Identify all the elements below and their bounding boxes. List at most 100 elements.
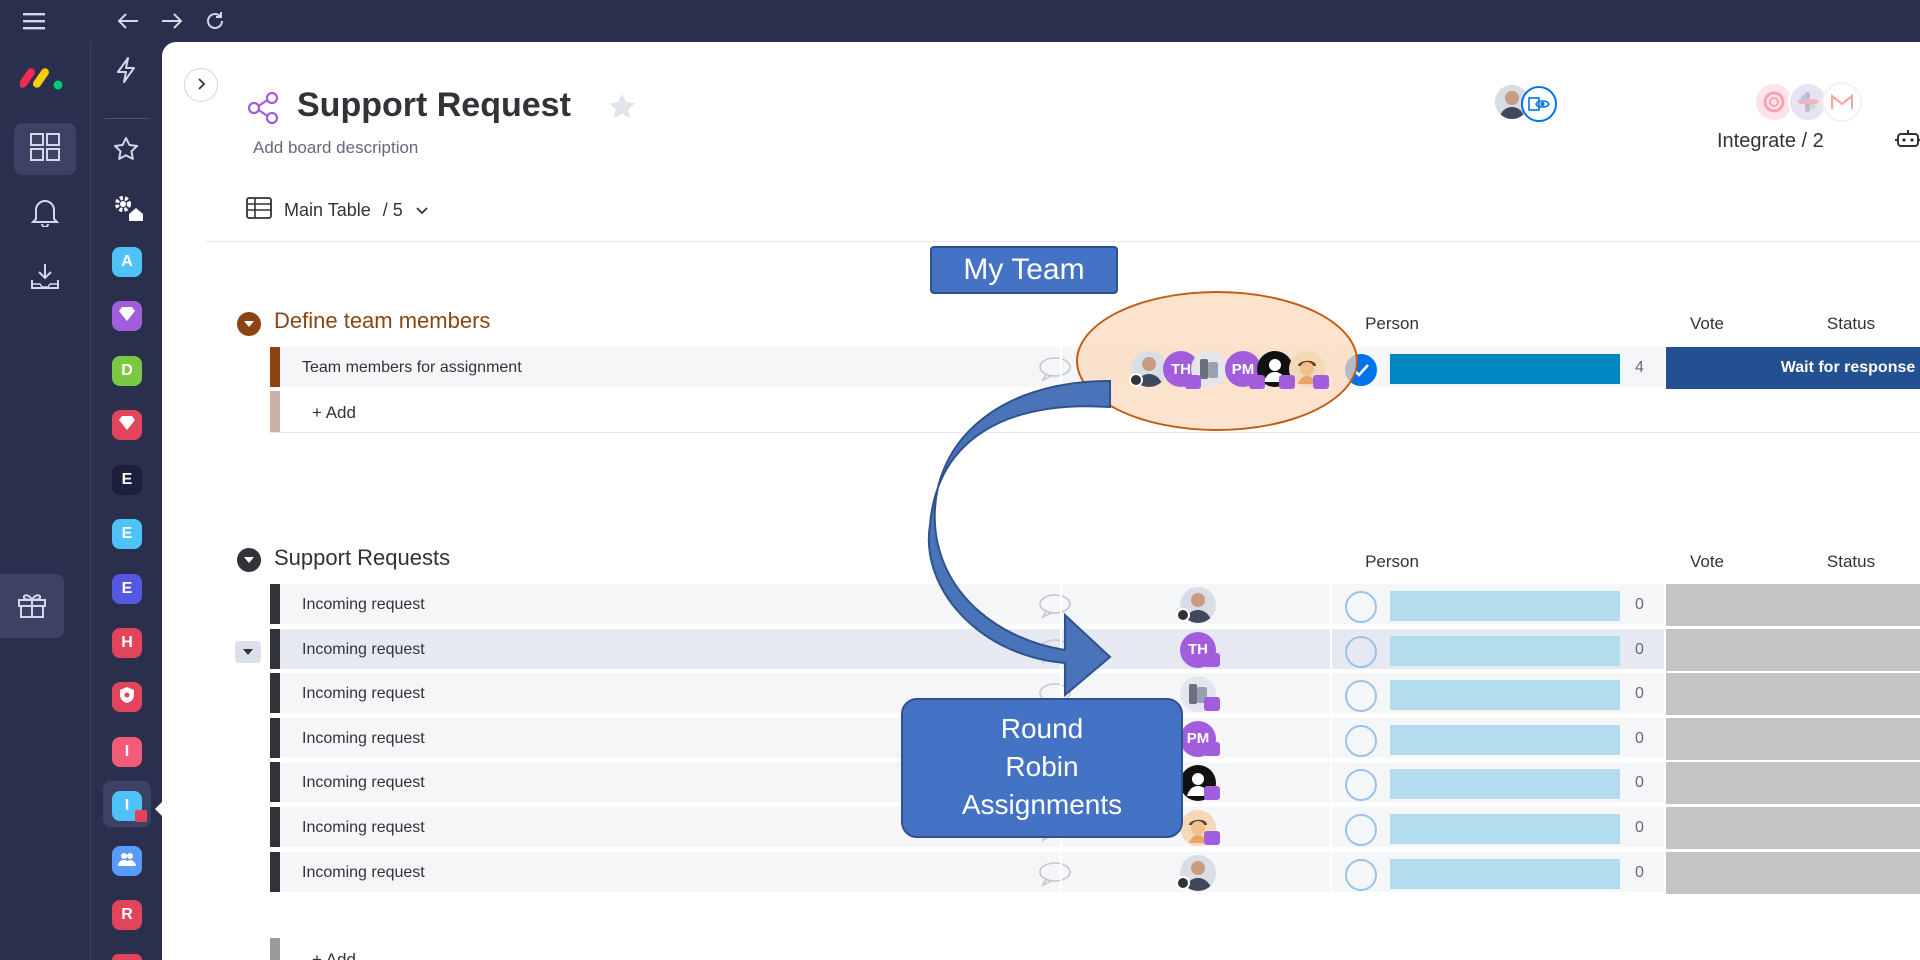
notifications-button[interactable] [14,188,76,240]
workspace-a[interactable]: A [112,247,142,277]
group-collapse-toggle[interactable] [237,548,261,572]
add-item-row[interactable]: + Add [270,938,1920,960]
workspace-r[interactable]: R [112,900,142,930]
workspace-partial[interactable] [112,954,142,960]
menu-icon[interactable] [19,6,49,36]
group-title[interactable]: Support Requests [274,545,451,570]
collapse-sidebar-button[interactable] [184,68,218,102]
vote-circle-icon[interactable] [1345,591,1377,623]
vote-circle-icon[interactable] [1345,769,1377,802]
board-description[interactable]: Add board description [253,138,419,157]
person-cell[interactable] [1060,851,1332,894]
gift-button[interactable] [0,574,64,638]
inbox-button[interactable] [14,252,76,304]
add-item-label[interactable]: + Add [312,950,356,960]
row-color-bar [270,938,280,960]
person-cell[interactable]: PM [1060,717,1332,760]
guest-badge [1249,375,1265,389]
vote-circle-icon[interactable] [1345,724,1377,757]
team-avatars[interactable]: TH PM [1129,349,1331,389]
chat-bubble-icon[interactable] [1038,356,1072,382]
subscribers-eye-icon[interactable] [1521,86,1557,122]
back-arrow-icon[interactable] [113,6,143,36]
row-menu-button[interactable] [235,641,261,663]
item-name[interactable]: Incoming request [302,863,425,881]
integrate-button[interactable]: Integrate / 2 [1717,130,1824,152]
chat-bubble-icon[interactable] [1038,593,1072,619]
workspace-e-light[interactable]: E [112,519,142,549]
add-item-label[interactable]: + Add [312,403,356,422]
integration-icons[interactable] [1754,82,1864,122]
round-robin-arrow [927,379,1112,698]
share-icon[interactable] [246,91,280,130]
item-name[interactable]: Incoming request [302,640,425,658]
chat-bubble-icon[interactable] [1038,861,1072,887]
column-header-vote[interactable]: Vote [1689,552,1725,571]
row-color-bar [270,717,280,758]
status-badge[interactable] [1664,673,1920,716]
grid-icon [30,132,60,166]
workspace-e-dark[interactable]: E [112,465,142,495]
workspace-people[interactable] [112,846,142,876]
tab-main-table[interactable]: Main Table / 5 [246,192,429,228]
group-collapse-toggle[interactable] [237,312,261,336]
item-name[interactable]: Incoming request [302,596,425,613]
workspace-e-indigo[interactable]: E [112,574,142,604]
workspace-h[interactable]: H [112,628,142,658]
lightning-icon[interactable] [113,56,139,89]
monday-logo[interactable] [18,62,70,92]
person-cell[interactable] [1060,762,1332,805]
my-team-callout: My Team [930,246,1118,294]
column-header-status[interactable]: Status [1826,552,1876,571]
status-badge[interactable] [1664,851,1920,894]
status-badge[interactable] [1664,628,1920,671]
person-cell[interactable] [1060,673,1332,716]
active-pointer [155,800,164,818]
chevron-right-icon [196,77,206,93]
gem-icon [118,415,136,436]
item-name[interactable]: Incoming request [302,685,425,703]
guest-badge [1204,831,1220,845]
vote-circle-icon[interactable] [1345,680,1377,713]
workspace-shield[interactable] [112,682,142,712]
board-title[interactable]: Support Request [297,86,571,124]
admin-settings-icon[interactable] [111,192,143,227]
status-badge[interactable] [1664,584,1920,626]
status-badge[interactable] [1664,807,1920,849]
workspace-i-pink[interactable]: I [112,737,142,767]
person-cell[interactable] [1060,584,1332,626]
reload-icon[interactable] [200,6,230,36]
callout-line: Assignments [961,789,1123,820]
vote-count: 0 [1635,729,1644,747]
forward-arrow-icon[interactable] [157,6,187,36]
favorite-star-icon[interactable] [607,92,637,127]
vote-bar [1390,858,1620,889]
group-title[interactable]: Define team members [274,308,491,333]
item-name[interactable]: Team members for assignment [302,359,522,376]
workspace-gem-purple[interactable] [112,301,142,331]
vote-count: 0 [1635,774,1644,792]
workspace-gem-red[interactable] [112,410,142,440]
column-header-status[interactable]: Status [1826,314,1876,333]
status-badge[interactable] [1664,717,1920,760]
home-badge-icon [1176,875,1190,890]
automation-robot-icon[interactable] [1895,128,1920,155]
item-name[interactable]: Incoming request [302,819,425,836]
workspace-d[interactable]: D [112,356,142,386]
column-header-person[interactable]: Person [1365,552,1419,571]
star-icon[interactable] [113,136,139,167]
vote-circle-icon[interactable] [1345,635,1377,668]
column-header-person[interactable]: Person [1365,314,1419,333]
workspaces-grid-button[interactable] [14,123,76,175]
add-item-row[interactable]: + Add [270,391,1920,433]
chevron-down-icon [243,551,255,569]
vote-circle-icon[interactable] [1345,858,1377,891]
column-header-vote[interactable]: Vote [1689,314,1725,333]
item-name[interactable]: Incoming request [302,729,425,747]
status-badge[interactable]: Wait for response [1664,347,1920,389]
item-name[interactable]: Incoming request [302,774,425,792]
vote-circle-icon[interactable] [1345,814,1377,846]
status-badge[interactable] [1664,762,1920,805]
